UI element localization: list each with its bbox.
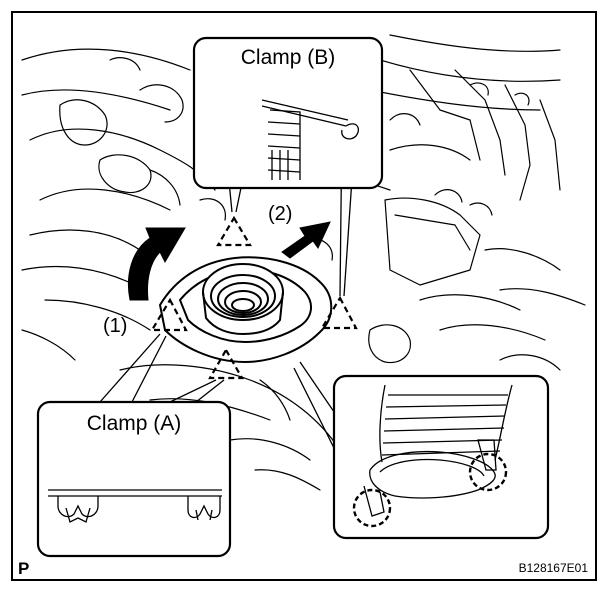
clamp-b-detail <box>261 99 360 180</box>
step-1-label: (1) <box>103 315 127 337</box>
clamp-marker-b <box>216 215 252 247</box>
callout-clamp-a: Clamp (A) <box>36 400 232 558</box>
callout-clamp-a-label: Clamp (A) <box>87 412 182 435</box>
detail-circle-left <box>352 488 392 528</box>
push-arrow-2 <box>281 221 331 259</box>
corner-mark: P <box>18 559 29 578</box>
callout-clamp-b-label: Clamp (B) <box>241 46 336 69</box>
callout-clamp-b: Clamp (B) <box>192 36 384 190</box>
clamp-a-detail <box>48 489 222 523</box>
rotate-arrow-1 <box>127 227 186 301</box>
callout-bellows-detail <box>332 374 550 540</box>
clamp-marker-right <box>320 295 358 330</box>
mount-assembly <box>159 256 333 363</box>
clamp-marker-a <box>208 347 244 380</box>
figure-code: B128167E01 <box>519 561 589 575</box>
bellows-detail <box>363 384 513 517</box>
clamp-marker-left <box>150 297 188 332</box>
detail-circle-right <box>468 452 508 492</box>
clamp-location-markers <box>150 215 358 380</box>
step-2-label: (2) <box>268 203 292 225</box>
